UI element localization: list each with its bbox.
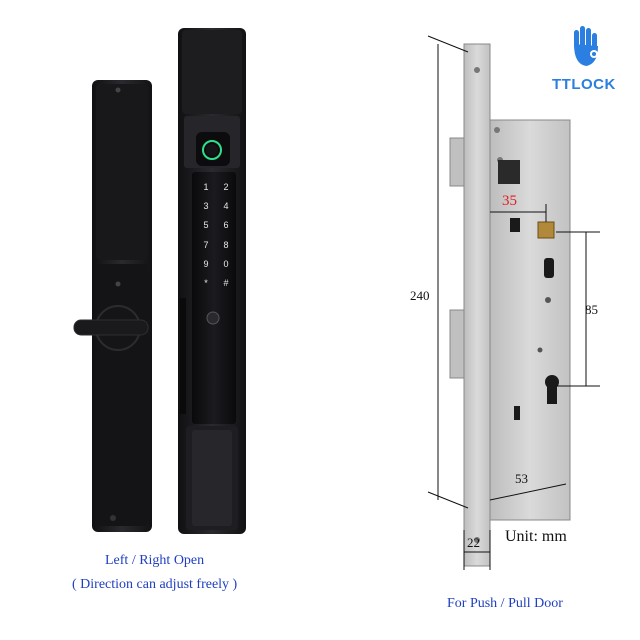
caption-direction-note: ( Direction can adjust freely )	[72, 577, 238, 592]
keypad-key: 3	[203, 201, 209, 211]
spindle-hole	[537, 221, 555, 239]
dimension-faceplate-width: 22	[467, 535, 480, 550]
keypad-key: 2	[223, 182, 229, 192]
dimension-case-depth: 53	[515, 471, 528, 486]
dimension-backset: 35	[502, 193, 517, 209]
caption-door-type: For Push / Pull Door	[447, 596, 563, 611]
smart-lock-illustration	[73, 28, 246, 534]
keypad-key: 4	[223, 201, 229, 211]
faceplate	[463, 43, 491, 567]
brand-logo-text: TTLOCK	[552, 76, 616, 93]
keypad-key: 8	[223, 240, 229, 250]
ttlock-hand-icon	[574, 26, 598, 66]
keypad-key: 6	[223, 220, 229, 230]
keypad-key: 9	[203, 259, 209, 269]
outer-lock-body	[178, 28, 246, 534]
lock-case	[489, 119, 571, 521]
mortise-lock-diagram	[427, 26, 600, 570]
thumb-turn-knob	[73, 305, 149, 351]
fingerprint-sensor-icon	[202, 140, 222, 160]
caption-direction-title: Left / Right Open	[105, 553, 205, 568]
unit-label: Unit: mm	[505, 528, 567, 545]
keypad: 1 2 3 4 5 6 7 8 9 0 * #	[0, 0, 300, 560]
keypad-key: 5	[203, 220, 209, 230]
dimension-center-distance: 85	[585, 302, 598, 317]
dimension-height: 240	[410, 288, 430, 303]
keypad-key: 0	[223, 259, 229, 269]
dimension-lines	[427, 35, 600, 570]
keypad-panel	[192, 172, 236, 424]
keypad-key: 7	[203, 240, 209, 250]
keypad-key: #	[223, 278, 229, 288]
keypad-key: 1	[203, 182, 209, 192]
keypad-key: *	[204, 278, 208, 288]
